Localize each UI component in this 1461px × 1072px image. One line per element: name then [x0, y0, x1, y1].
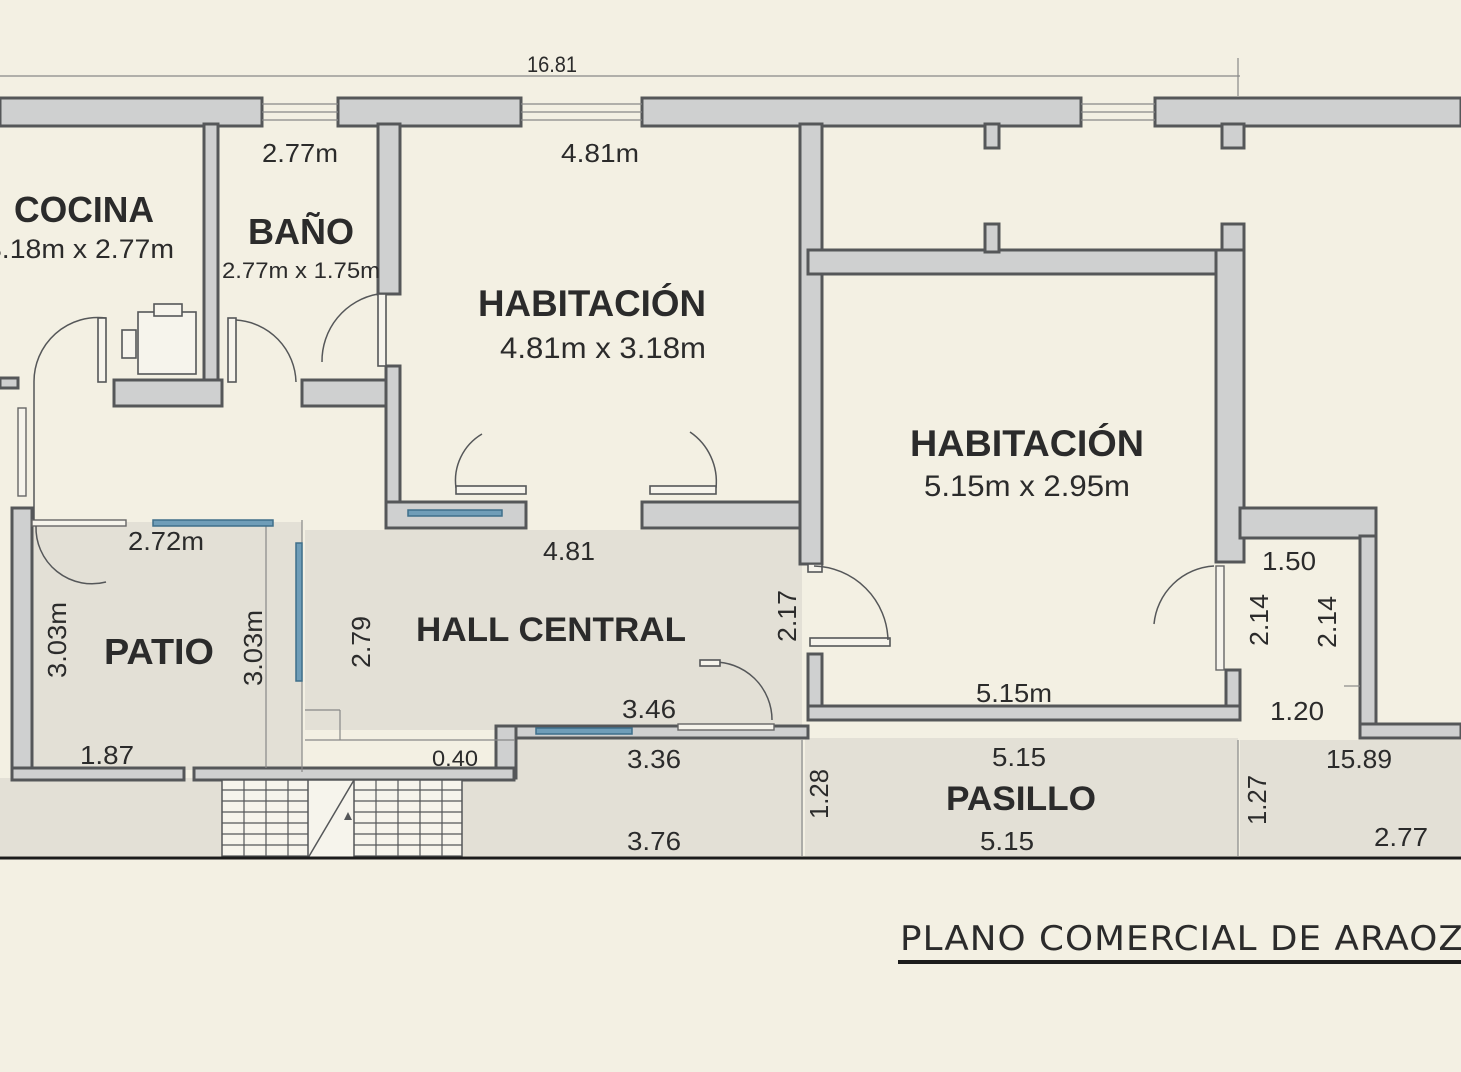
wall: [10, 766, 186, 782]
dim-patio-right: 3.03m: [238, 610, 268, 686]
hall-central-floor: [305, 530, 802, 730]
wall: [202, 122, 220, 382]
dim-closet-top: 1.50: [1262, 546, 1316, 576]
wall: [1153, 96, 1461, 128]
dim-bano-top: 2.77m: [262, 138, 338, 168]
dim-hab2-bottom: 5.15m: [976, 678, 1052, 708]
habitacion-2-name: HABITACIÓN: [910, 422, 1144, 464]
dim-pasillo-c-bottom: 2.77: [1374, 822, 1428, 852]
stairs: [221, 779, 463, 859]
dim-patio-left: 3.03m: [42, 602, 72, 678]
window: [295, 542, 303, 682]
wall: [1358, 534, 1378, 732]
top-window-2: [521, 103, 642, 121]
dim-closet-left: 2.14: [1244, 594, 1274, 646]
door: [33, 316, 107, 520]
window: [1215, 565, 1225, 671]
habitacion-1-size: 4.81m x 3.18m: [500, 332, 706, 365]
dim-closet-right: 2.14: [1312, 596, 1342, 648]
dim-hall-bottom: 3.46: [622, 694, 676, 724]
door: [227, 317, 297, 383]
door: [699, 659, 773, 721]
door: [454, 433, 527, 495]
patio-floor: [30, 522, 302, 770]
door: [807, 563, 891, 647]
dim-patio-top: 2.72m: [128, 526, 204, 556]
top-window-3: [1081, 103, 1155, 121]
dim-step: 0.40: [432, 746, 478, 771]
plan-title: PLANO COMERCIAL DE ARAOZ 1: [900, 919, 1461, 959]
dim-pasillo-a-top: 3.36: [627, 744, 681, 774]
wall: [112, 378, 224, 408]
habitacion-1-name: HABITACIÓN: [478, 282, 706, 324]
dim-pasillo-c-side: 1.27: [1242, 775, 1272, 825]
dim-pasillo-b-bottom: 5.15: [980, 826, 1034, 856]
window: [677, 723, 775, 731]
wall: [1238, 506, 1378, 540]
dim-closet-bottom: 1.20: [1270, 696, 1324, 726]
door: [35, 525, 107, 585]
overall-dimension: 16.81: [527, 52, 577, 77]
wall: [10, 506, 34, 782]
hall-central-name: HALL CENTRAL: [416, 611, 686, 649]
window: [407, 509, 503, 517]
wall: [336, 96, 523, 128]
dim-hab1-top: 4.81m: [561, 138, 639, 168]
wall: [640, 96, 1083, 128]
dim-hall-left: 2.79: [346, 616, 376, 668]
dim-pasillo-c-top: 15.89: [1326, 744, 1392, 774]
pasillo-floor-b: [805, 738, 1238, 856]
dim-hall-top: 4.81: [543, 536, 595, 566]
table-chairs: [121, 303, 197, 375]
pasillo-floor-a: [515, 738, 803, 856]
wall: [806, 704, 1242, 722]
wall: [798, 122, 824, 566]
window: [535, 727, 633, 735]
dim-patio-bottom: 1.87: [80, 740, 134, 770]
dim-pasillo-b-top: 5.15: [992, 742, 1046, 772]
bano-size: 2.77m x 1.75m: [222, 258, 380, 283]
cocina-size: 3.18m x 2.77m: [0, 234, 174, 264]
dim-pasillo-a-side: 1.28: [804, 769, 834, 819]
dim-pasillo-a-bottom: 3.76: [627, 826, 681, 856]
door: [649, 431, 718, 495]
dim-hall-right: 2.17: [772, 590, 802, 642]
pasillo-name: PASILLO: [946, 780, 1096, 818]
window: [152, 519, 274, 527]
wall: [806, 248, 1246, 276]
wall: [376, 122, 402, 296]
wall: [1358, 722, 1461, 740]
habitacion-2-size: 5.15m x 2.95m: [924, 470, 1130, 503]
window: [31, 519, 127, 527]
bano-name: BAÑO: [248, 210, 354, 252]
door: [321, 293, 387, 367]
pasillo-floor-c: [1240, 740, 1461, 856]
wall: [640, 500, 814, 530]
patio-name: PATIO: [104, 631, 214, 672]
cocina-name: COCINA: [14, 189, 154, 230]
wall: [0, 96, 264, 128]
door: [1153, 565, 1215, 625]
top-window-1: [262, 103, 338, 121]
